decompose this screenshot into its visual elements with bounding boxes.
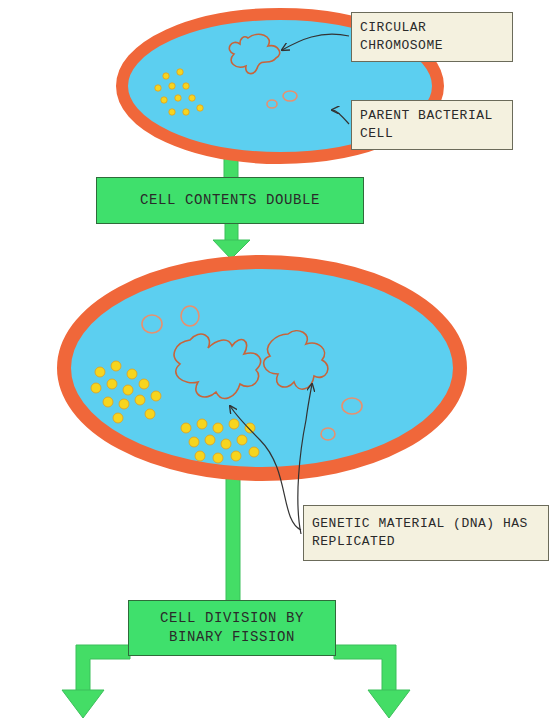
ribosome bbox=[175, 95, 181, 101]
node-label: CELL DIVISION BY BINARY FISSION bbox=[139, 609, 325, 647]
ribosomes bbox=[155, 69, 203, 115]
plasmid bbox=[321, 428, 335, 440]
plasmid bbox=[342, 398, 362, 414]
plasmid bbox=[267, 100, 277, 108]
ribosome bbox=[139, 379, 149, 389]
circular-chromosome bbox=[264, 331, 328, 389]
ribosome bbox=[183, 83, 189, 89]
ribosome bbox=[123, 385, 133, 395]
ribosome bbox=[205, 435, 215, 445]
ribosome bbox=[189, 437, 199, 447]
ribosome bbox=[103, 397, 113, 407]
ribosome bbox=[163, 73, 169, 79]
process-box: CELL DIVISION BY BINARY FISSION bbox=[128, 600, 336, 656]
ribosome bbox=[145, 409, 155, 419]
circular-chromosome bbox=[174, 334, 260, 398]
ribosome bbox=[127, 369, 137, 379]
ribosome bbox=[197, 419, 207, 429]
ribosome bbox=[169, 109, 175, 115]
callout-box: PARENT BACTERIAL CELL bbox=[351, 100, 513, 150]
plasmid bbox=[283, 91, 297, 101]
ribosome bbox=[245, 423, 255, 433]
arrow-branch bbox=[76, 645, 130, 692]
ribosome bbox=[213, 423, 223, 433]
circular-chromosome bbox=[229, 34, 279, 73]
callout-box: GENETIC MATERIAL (DNA) HAS REPLICATED bbox=[303, 505, 549, 561]
ribosome bbox=[231, 451, 241, 461]
ribosome bbox=[183, 109, 189, 115]
callout-box: CIRCULAR CHROMOSOME bbox=[351, 12, 513, 62]
ribosome bbox=[155, 85, 161, 91]
ribosome bbox=[195, 451, 205, 461]
arrow-head bbox=[368, 690, 410, 718]
ribosome bbox=[119, 399, 129, 409]
leader-lines bbox=[230, 34, 349, 534]
ribosome bbox=[111, 361, 121, 371]
arrow-branch bbox=[334, 645, 396, 692]
ribosome bbox=[229, 419, 239, 429]
ribosome bbox=[221, 439, 231, 449]
arrow-head bbox=[62, 690, 104, 718]
plasmid bbox=[181, 306, 199, 326]
ribosome bbox=[161, 97, 167, 103]
ribosome bbox=[169, 83, 175, 89]
ribosome bbox=[197, 105, 203, 111]
ribosome bbox=[237, 435, 247, 445]
leader-line bbox=[332, 110, 349, 124]
ribosome bbox=[151, 391, 161, 401]
ribosome bbox=[189, 95, 195, 101]
plasmid bbox=[142, 315, 162, 333]
ribosome bbox=[95, 367, 105, 377]
ribosome bbox=[91, 383, 101, 393]
ribosome bbox=[249, 447, 259, 457]
arrow-stem bbox=[226, 474, 240, 602]
ribosome bbox=[177, 69, 183, 75]
ribosome bbox=[213, 453, 223, 463]
node-label: GENETIC MATERIAL (DNA) HAS REPLICATED bbox=[312, 515, 540, 550]
node-label: CIRCULAR CHROMOSOME bbox=[360, 19, 504, 54]
leader-line bbox=[230, 406, 301, 530]
ribosome bbox=[113, 413, 123, 423]
process-box: CELL CONTENTS DOUBLE bbox=[96, 177, 364, 224]
node-label: CELL CONTENTS DOUBLE bbox=[107, 191, 353, 210]
leader-line bbox=[282, 34, 349, 50]
ribosome bbox=[181, 423, 191, 433]
ribosome bbox=[135, 395, 145, 405]
ribosome bbox=[107, 379, 117, 389]
node-label: PARENT BACTERIAL CELL bbox=[360, 107, 504, 142]
arrow-stem bbox=[225, 222, 238, 242]
